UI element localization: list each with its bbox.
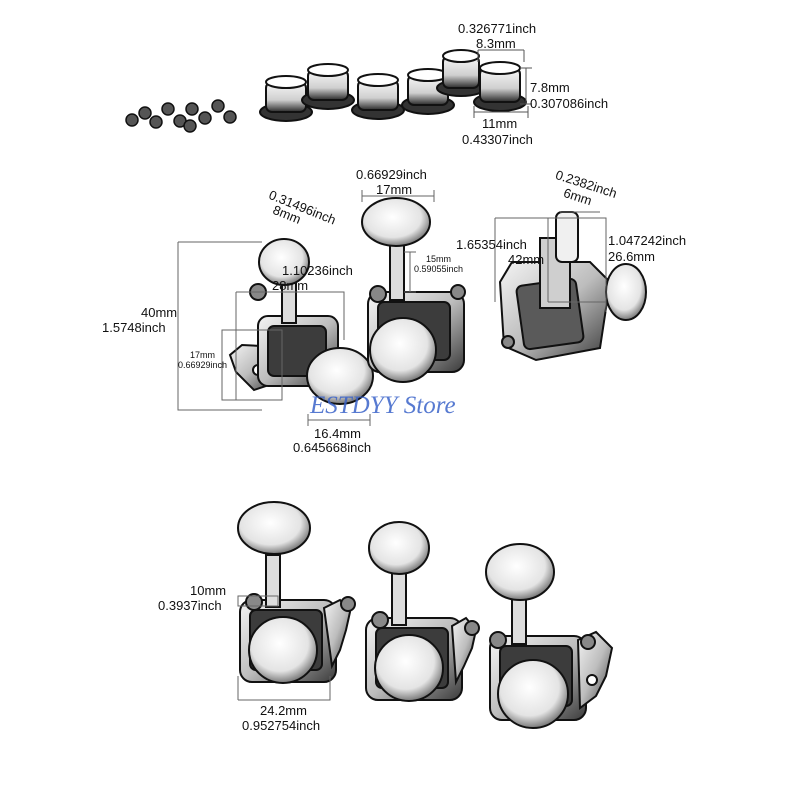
left-tuner-dimension-lines — [177, 241, 371, 426]
bushing-height-mm: 7.8mm — [530, 80, 570, 95]
bushing — [473, 61, 527, 112]
right-tuner — [498, 211, 647, 362]
bushing — [301, 63, 355, 110]
bottom-shaft-mm: 10mm — [190, 583, 227, 598]
bushing — [401, 68, 455, 115]
bushing — [259, 75, 313, 122]
screws — [125, 99, 237, 133]
bushings — [259, 49, 527, 122]
left-gear-mm: 17mm — [190, 350, 216, 360]
right-length-inch: 1.65354inch — [456, 237, 527, 252]
mid-shaft-mm: 15mm — [426, 254, 452, 264]
bushing — [351, 73, 405, 120]
bushing-top-diameter-inch: 0.326771inch — [458, 21, 537, 36]
bottom-shaft-inch: 0.3937inch — [158, 598, 222, 613]
middle-tuner-dimension-lines — [361, 190, 435, 293]
middle-tuner — [361, 197, 466, 383]
left-height-mm: 40mm — [141, 305, 178, 320]
bottom-tuner-2 — [365, 521, 480, 702]
bushing-top-diameter-mm: 8.3mm — [476, 36, 516, 51]
bushing-height-inch: 0.307086inch — [530, 96, 609, 111]
left-post-inch: 1.10236inch — [282, 263, 353, 278]
bottom-tuner-3 — [485, 543, 614, 729]
left-height-inch: 1.5748inch — [102, 320, 166, 335]
store-watermark: ESTDYY Store — [310, 392, 456, 419]
bottom-tuner-1 — [237, 501, 356, 684]
right-length-mm: 42mm — [508, 252, 545, 267]
left-post-mm: 28mm — [272, 278, 309, 293]
right-key-inch: 1.047242inch — [608, 233, 687, 248]
bottom-dimension-lines — [237, 595, 331, 701]
left-tuner — [228, 238, 374, 405]
mid-shaft-inch: 0.59055inch — [414, 264, 464, 274]
mid-button-inch: 0.66929inch — [356, 167, 427, 182]
left-base-inch: 0.645668inch — [293, 440, 372, 455]
bottom-body-mm: 24.2mm — [260, 703, 307, 718]
left-base-mm: 16.4mm — [314, 426, 361, 441]
bushing-dimension-lines — [473, 49, 532, 118]
bushing-base-inch: 0.43307inch — [462, 132, 533, 147]
left-gear-inch: 0.66929inch — [178, 360, 228, 370]
right-tuner-dimension-lines — [494, 211, 607, 312]
bushing-base-mm: 11mm — [482, 116, 518, 131]
mid-button-mm: 17mm — [376, 182, 413, 197]
right-key-mm: 26.6mm — [608, 249, 655, 264]
bottom-body-inch: 0.952754inch — [242, 718, 321, 733]
